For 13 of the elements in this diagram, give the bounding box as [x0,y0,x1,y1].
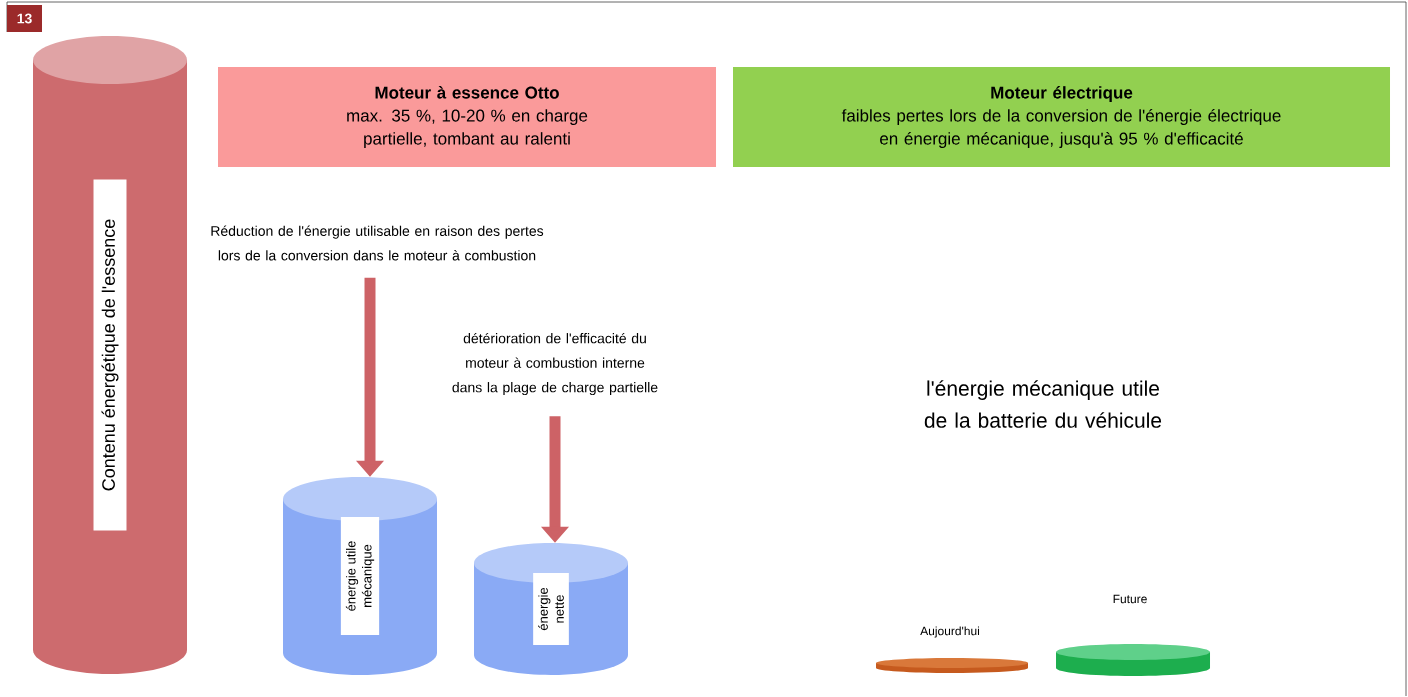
disc [876,658,1028,673]
cylinder: Contenu énergétique de l'essence [33,36,187,674]
cylinder: énergie nette [474,543,628,675]
engine-box: Moteur à essence Otto max. 35 %, 10-20 % en charge partielle, tombant au ralenti [218,67,716,167]
disc-label: Future [1113,594,1147,604]
engine-box: Moteur électrique faibles pertes lors de la conversion de l'énergie électrique en énergie mécanique, jusqu'à 95 % d'efficacité [733,67,1390,167]
battery-energy-text: l'énergie mécanique utile de la batterie du véhicule [924,380,1162,428]
disc-label: Aujourd'hui [920,626,979,638]
annotation-text: Réduction de l'énergie utilisable en raison des pertes lors de la conversion dans le moteur à combustion [211,225,544,261]
disc [1056,644,1210,676]
annotation-text: détérioration de l'efficacité du moteur à combustion interne dans la plage de charge partielle [452,332,658,396]
figure-number: 13 [7,5,42,32]
cylinder: énergie utile mécanique [283,477,437,675]
